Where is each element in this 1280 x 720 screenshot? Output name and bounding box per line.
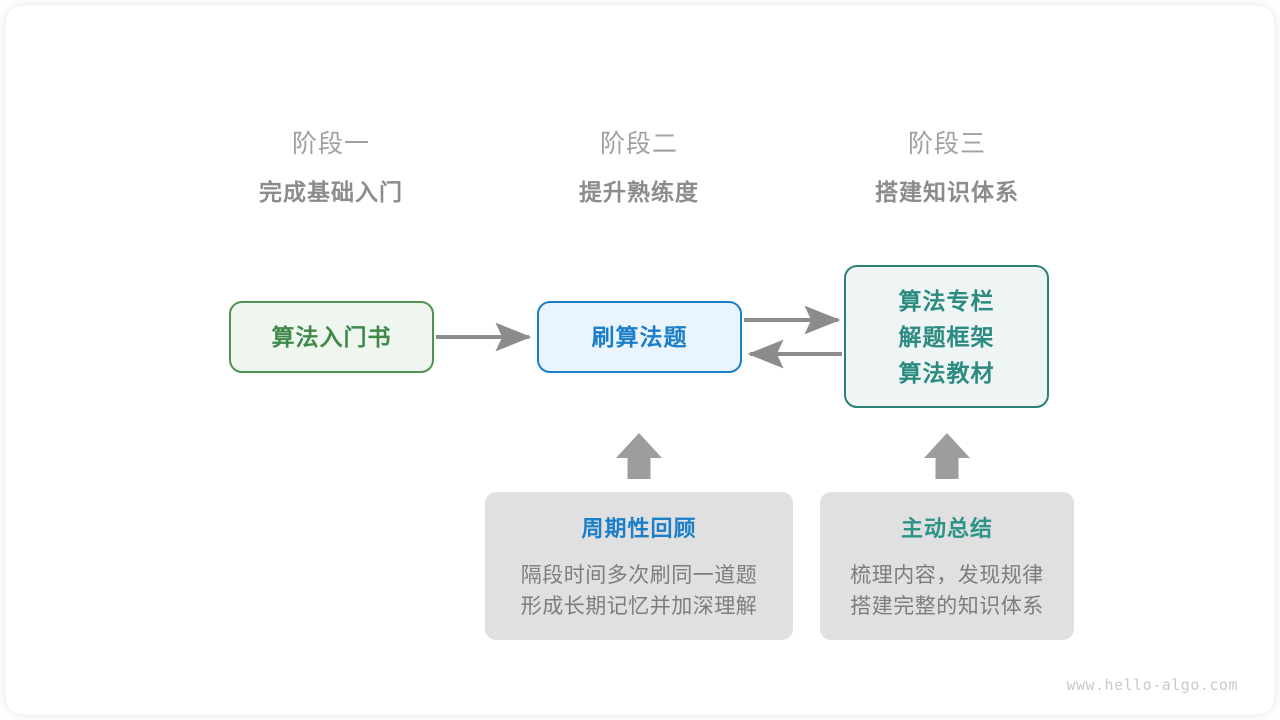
stage-1-title: 完成基础入门	[259, 179, 403, 205]
note-periodic-review-title: 周期性回顾	[581, 516, 697, 541]
stage-heading-2: 阶段二 提升熟练度	[519, 127, 759, 209]
stage-heading-3: 阶段三 搭建知识体系	[827, 127, 1067, 209]
node-algorithm-book[interactable]: 算法入门书	[229, 301, 434, 373]
note-periodic-review-body-line-1: 隔段时间多次刷同一道题	[520, 564, 758, 587]
stage-3-number: 阶段三	[907, 130, 986, 158]
note-periodic-review-body-line-2: 形成长期记忆并加深理解	[520, 595, 758, 618]
node-resources-line-3: 算法教材	[898, 359, 995, 386]
stage-heading-1: 阶段一 完成基础入门	[211, 127, 451, 209]
note-periodic-review[interactable]: 周期性回顾 隔段时间多次刷同一道题 形成长期记忆并加深理解	[485, 492, 793, 640]
stage-2-title: 提升熟练度	[579, 179, 699, 205]
note-periodic-review-body: 隔段时间多次刷同一道题 形成长期记忆并加深理解	[485, 560, 793, 622]
stage-1-number: 阶段一	[291, 130, 370, 158]
node-learning-resources[interactable]: 算法专栏 解题框架 算法教材	[844, 265, 1049, 408]
note-active-summary-body: 梳理内容，发现规律 搭建完整的知识体系	[820, 560, 1074, 622]
node-resources-line-2: 解题框架	[898, 323, 995, 350]
stage-3-title: 搭建知识体系	[875, 179, 1019, 205]
node-algorithm-book-label: 算法入门书	[271, 324, 392, 350]
stage-2-number: 阶段二	[599, 130, 678, 158]
node-resources-line-1: 算法专栏	[898, 287, 995, 314]
node-practice-problems-label: 刷算法题	[591, 324, 688, 350]
note-active-summary-body-line-1: 梳理内容，发现规律	[850, 564, 1044, 587]
note-active-summary-body-line-2: 搭建完整的知识体系	[850, 595, 1044, 618]
node-practice-problems[interactable]: 刷算法题	[537, 301, 742, 373]
note-active-summary[interactable]: 主动总结 梳理内容，发现规律 搭建完整的知识体系	[820, 492, 1074, 640]
watermark-url: www.hello-algo.com	[1066, 676, 1238, 694]
note-active-summary-title: 主动总结	[900, 516, 993, 541]
